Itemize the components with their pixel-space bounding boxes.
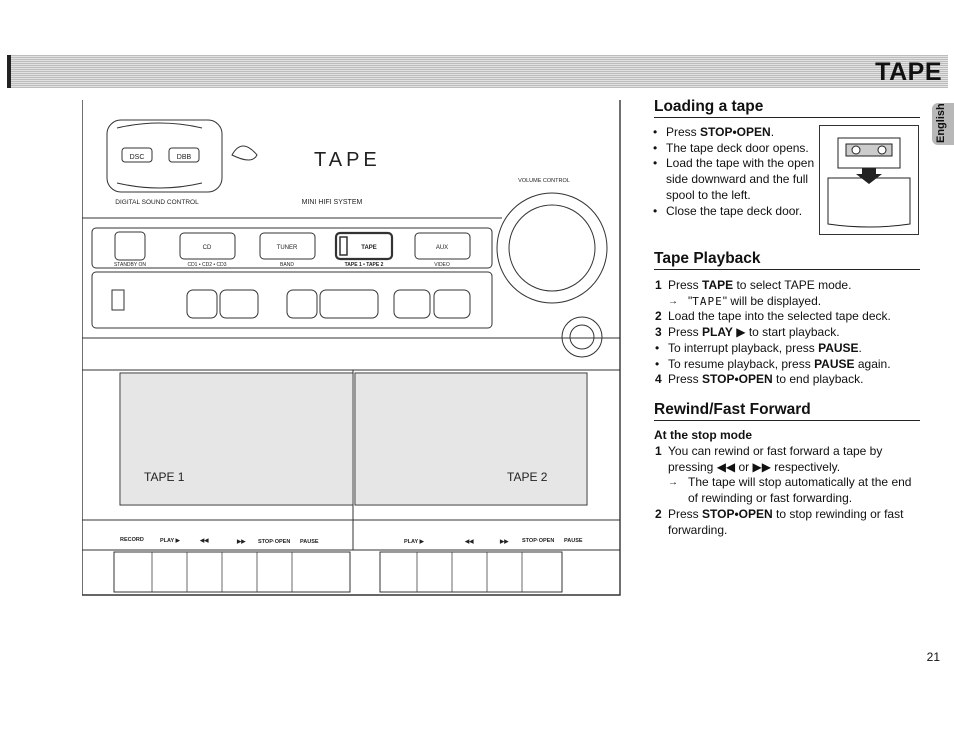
loading-item-2: The tape deck door opens. [652,141,817,157]
language-tab: English [932,103,954,145]
source-tuner-label: TUNER [277,245,298,251]
rewind-subheading: At the stop mode [654,428,752,442]
section-loading: Loading a tape [654,98,920,118]
volume-control-label: VOLUME CONTROL [518,178,570,184]
rewind-heading: Rewind/Fast Forward [654,401,920,421]
playback-heading: Tape Playback [654,250,920,270]
rewind-step-1-result: The tape will stop automatically at the … [654,475,920,506]
digital-sound-control-label: DIGITAL SOUND CONTROL [115,199,199,206]
loading-item-1: Press STOP•OPEN. [652,125,817,141]
dbb-button-label: DBB [177,154,192,161]
device-illustration: DSC DBB DIGITAL SOUND CONTROL TAPE MINI … [81,100,622,620]
page-number: 21 [926,650,940,664]
playback-bullet-pause: To interrupt playback, press PAUSE. [654,341,920,357]
deck2-stop-label: STOP·OPEN [522,538,554,544]
language-label: English [935,103,947,143]
source-aux-sub: VIDEO [434,262,450,268]
lcd-display-text: TAPE [314,149,381,171]
source-tuner-sub: BAND [280,262,294,268]
section-title: TAPE [875,58,942,86]
source-tape-label: TAPE [361,245,377,251]
deck2-rewind-label: ◀◀ [464,538,474,545]
deck2-pause-label: PAUSE [564,538,583,544]
source-cd-label: CD [203,245,212,251]
section-banner: TAPE [7,55,948,88]
loading-heading: Loading a tape [654,98,920,118]
source-tape-sub: TAPE 1 • TAPE 2 [345,262,384,268]
deck2-play-label: PLAY ▶ [404,538,425,545]
model-label: MINI HIFI SYSTEM [302,199,363,206]
loading-list: Press STOP•OPEN. The tape deck door open… [652,125,817,219]
loading-list-wrap: Press STOP•OPEN. The tape deck door open… [652,125,817,219]
cassette-loading-illustration [819,125,919,235]
deck1-pause-label: PAUSE [300,539,319,545]
source-cd-sub: CD1 • CD2 • CD3 [187,262,226,268]
dsc-button-label: DSC [130,154,145,161]
deck1-rewind-label: ◀◀ [199,537,209,544]
tape2-label: TAPE 2 [507,470,548,484]
cassette-icon [827,137,911,228]
deck1-ff-label: ▶▶ [236,538,246,545]
standby-label: STANDBY ON [114,262,146,268]
loading-item-3: Load the tape with the open side downwar… [652,156,817,203]
tape1-label: TAPE 1 [144,470,185,484]
hifi-front-panel-drawing: DSC DBB DIGITAL SOUND CONTROL TAPE MINI … [81,100,621,596]
deck1-record-label: RECORD [120,537,144,543]
deck1-stop-label: STOP·OPEN [258,539,290,545]
source-aux-label: AUX [436,245,448,251]
loading-item-4: Close the tape deck door. [652,204,817,220]
deck1-play-label: PLAY ▶ [160,537,181,544]
playback-step-1-result: "TAPE" will be displayed. [654,294,920,310]
playback-bullet-resume: To resume playback, press PAUSE again. [654,357,920,373]
deck2-ff-label: ▶▶ [499,538,509,545]
